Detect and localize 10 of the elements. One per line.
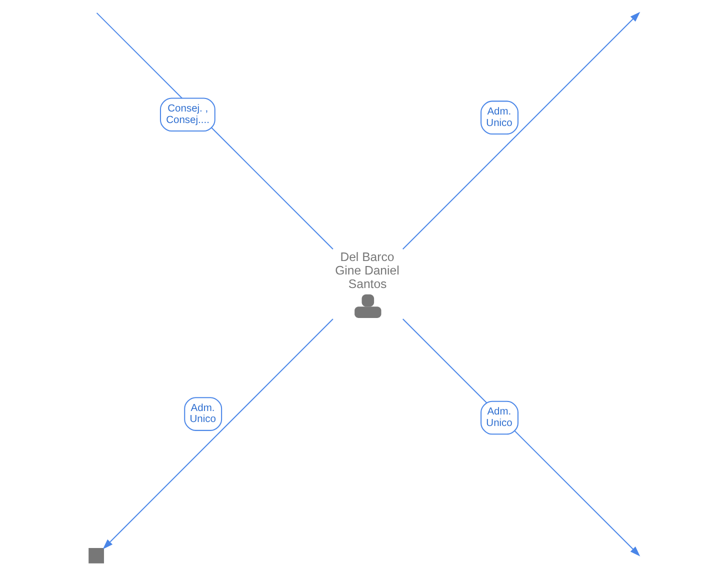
edge-label: Adm. Unico [486,106,512,129]
edge-label: Adm. Unico [486,406,512,429]
node-box [88,548,104,564]
edge-label: Adm. Unico [189,402,216,426]
connector [96,12,333,250]
edge-label: Consej. , Consej.... [166,104,209,126]
arrow [402,318,640,556]
node-label: Del Barco Gine Daniel Santos [334,250,399,291]
arrow [102,318,333,550]
arrow [402,12,640,250]
